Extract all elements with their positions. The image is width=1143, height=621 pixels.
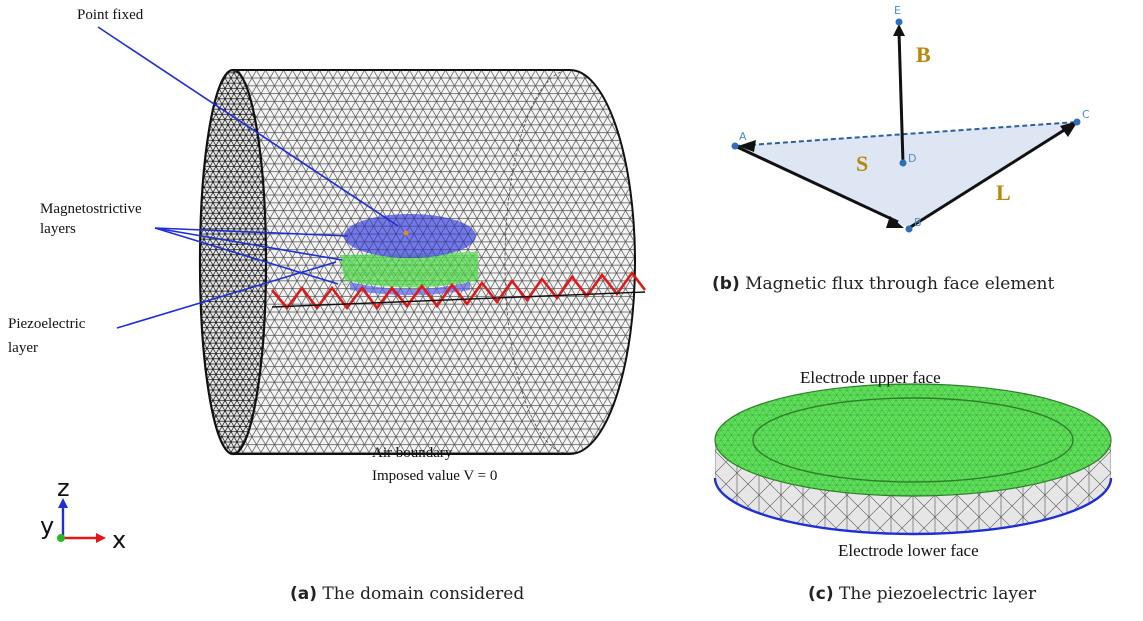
caption-c: (c) The piezoelectric layer (808, 584, 1036, 604)
caption-b-text: Magnetic flux through face element (745, 274, 1055, 294)
caption-c-text: The piezoelectric layer (839, 584, 1037, 604)
magnetostrictive-label-1: Magnetostrictive (40, 201, 142, 217)
leader-lines (97, 26, 399, 329)
point-fixed-label: Point fixed (77, 7, 144, 23)
contour-l-symbol: L (996, 180, 1011, 205)
point-a-label: A (739, 130, 747, 143)
fixed-point-marker (403, 230, 409, 236)
piezo-disc (713, 383, 1113, 536)
caption-a-text: The domain considered (322, 584, 525, 604)
caption-a-label: (a) (290, 584, 318, 604)
caption-b-label: (b) (712, 274, 740, 294)
z-axis-label: z (57, 474, 70, 502)
caption-a: (a) The domain considered (290, 584, 524, 604)
electrode-upper-label: Electrode upper face (800, 368, 941, 387)
imposed-value-label: Imposed value V = 0 (372, 468, 498, 484)
x-axis-label: x (112, 526, 126, 554)
point-e-label: E (894, 4, 901, 17)
piezoelectric-label-1: Piezoelectric (8, 316, 86, 332)
caption-c-label: (c) (808, 584, 834, 604)
point-c-label: C (1082, 108, 1090, 121)
surface-s-symbol: S (856, 151, 868, 176)
flux-b-symbol: B (916, 42, 931, 67)
air-boundary-zigzag (271, 270, 647, 311)
magnetostrictive-label-2: layers (40, 221, 76, 237)
flux-diagram: A B C D E B S L (731, 4, 1090, 233)
magnetostrictive-layers (340, 214, 480, 295)
electrode-lower-label: Electrode lower face (838, 541, 979, 560)
point-b-label: B (914, 216, 922, 229)
y-axis-label: y (40, 512, 54, 540)
axis-triad: z y x (40, 474, 126, 554)
piezoelectric-label-2: layer (8, 340, 38, 356)
point-d-label: D (908, 152, 916, 165)
air-boundary-label: Air boundary (372, 445, 453, 461)
caption-b: (b) Magnetic flux through face element (712, 274, 1054, 294)
